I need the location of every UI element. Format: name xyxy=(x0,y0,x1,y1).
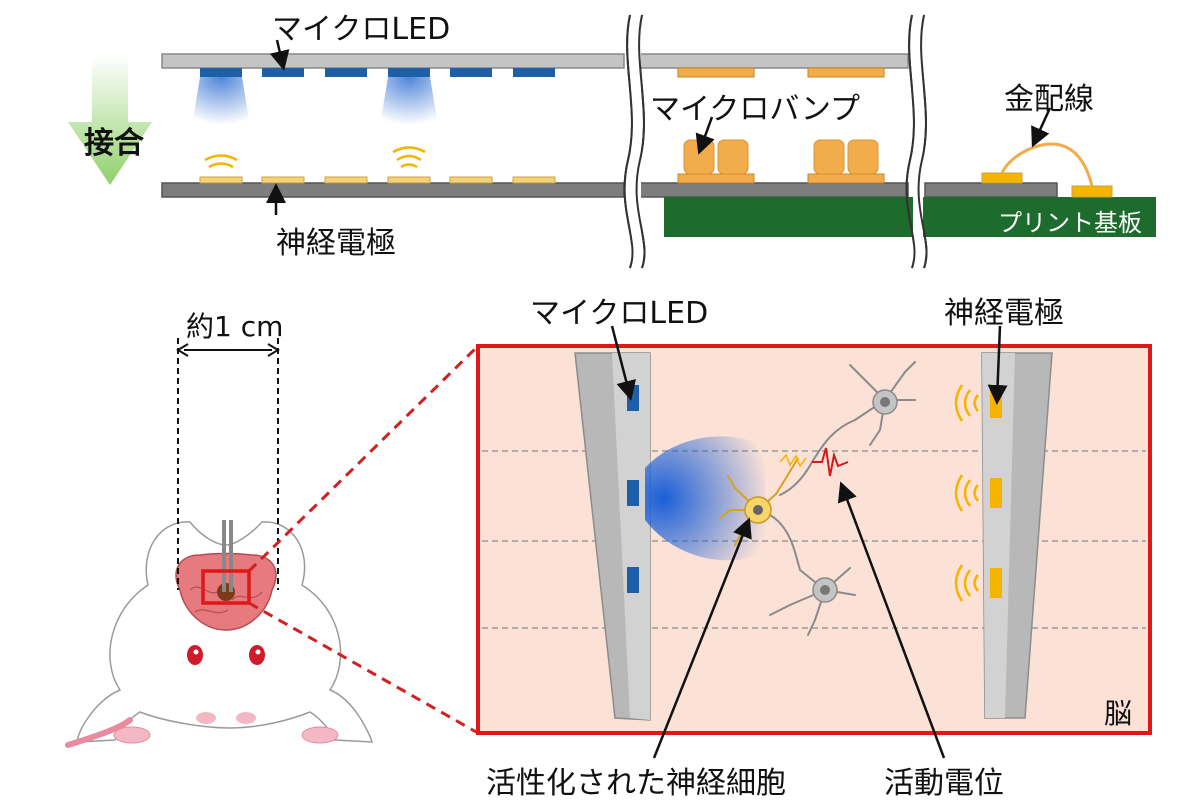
micro-bump-pads xyxy=(677,67,885,184)
top-micro-led-label: マイクロLED xyxy=(272,12,451,47)
neuron-nucleus-top xyxy=(880,397,890,407)
zoom-connector-lines xyxy=(247,344,480,735)
action-potential-trace xyxy=(812,447,849,477)
top-callout-arrows xyxy=(266,39,1052,215)
scale-bracket xyxy=(176,338,280,590)
top-neural-electrode-label: 神経電極 xyxy=(276,226,396,261)
activated-neuron xyxy=(719,453,807,546)
zoom-callout-arrows xyxy=(610,325,1008,759)
led-shank xyxy=(574,352,651,721)
led-light-emission xyxy=(192,77,438,125)
activated-neuron-label: 活性化された神経細胞 xyxy=(486,766,786,801)
signal-waves-top xyxy=(204,146,426,169)
led-substrate-mid xyxy=(639,53,909,69)
neural-electrode-array xyxy=(199,176,556,184)
zoom-neural-electrode-label: 神経電極 xyxy=(944,296,1064,331)
neuron-nucleus-bottom xyxy=(820,585,830,595)
zoom-micro-led-label: マイクロLED xyxy=(530,296,709,331)
action-potential-label: 活動電位 xyxy=(884,766,1004,801)
electrode-substrate-mid xyxy=(639,182,909,198)
bonding-label: 接合 xyxy=(84,126,144,161)
mouse-illustration xyxy=(65,520,374,748)
electrode-substrate-left xyxy=(161,182,625,198)
bonding-arrow xyxy=(68,55,152,185)
signal-waves-zoom xyxy=(954,384,979,602)
micro-bumps xyxy=(683,139,879,175)
brain-zoom-panel xyxy=(476,344,1152,735)
micro-bump-label: マイクロバンプ xyxy=(650,92,860,127)
led-substrate-left xyxy=(161,53,625,69)
gold-wire xyxy=(981,142,1113,198)
micro-led-array xyxy=(200,68,555,77)
pcb-label: プリント基板 xyxy=(998,209,1142,237)
electrode-substrate-right xyxy=(924,182,1058,198)
neurons xyxy=(769,361,916,636)
mouse-zoom-box xyxy=(201,569,251,605)
gold-wire-label: 金配線 xyxy=(1004,82,1094,117)
scale-label: 約1 cm xyxy=(186,310,284,343)
brain-label: 脳 xyxy=(1104,697,1133,730)
